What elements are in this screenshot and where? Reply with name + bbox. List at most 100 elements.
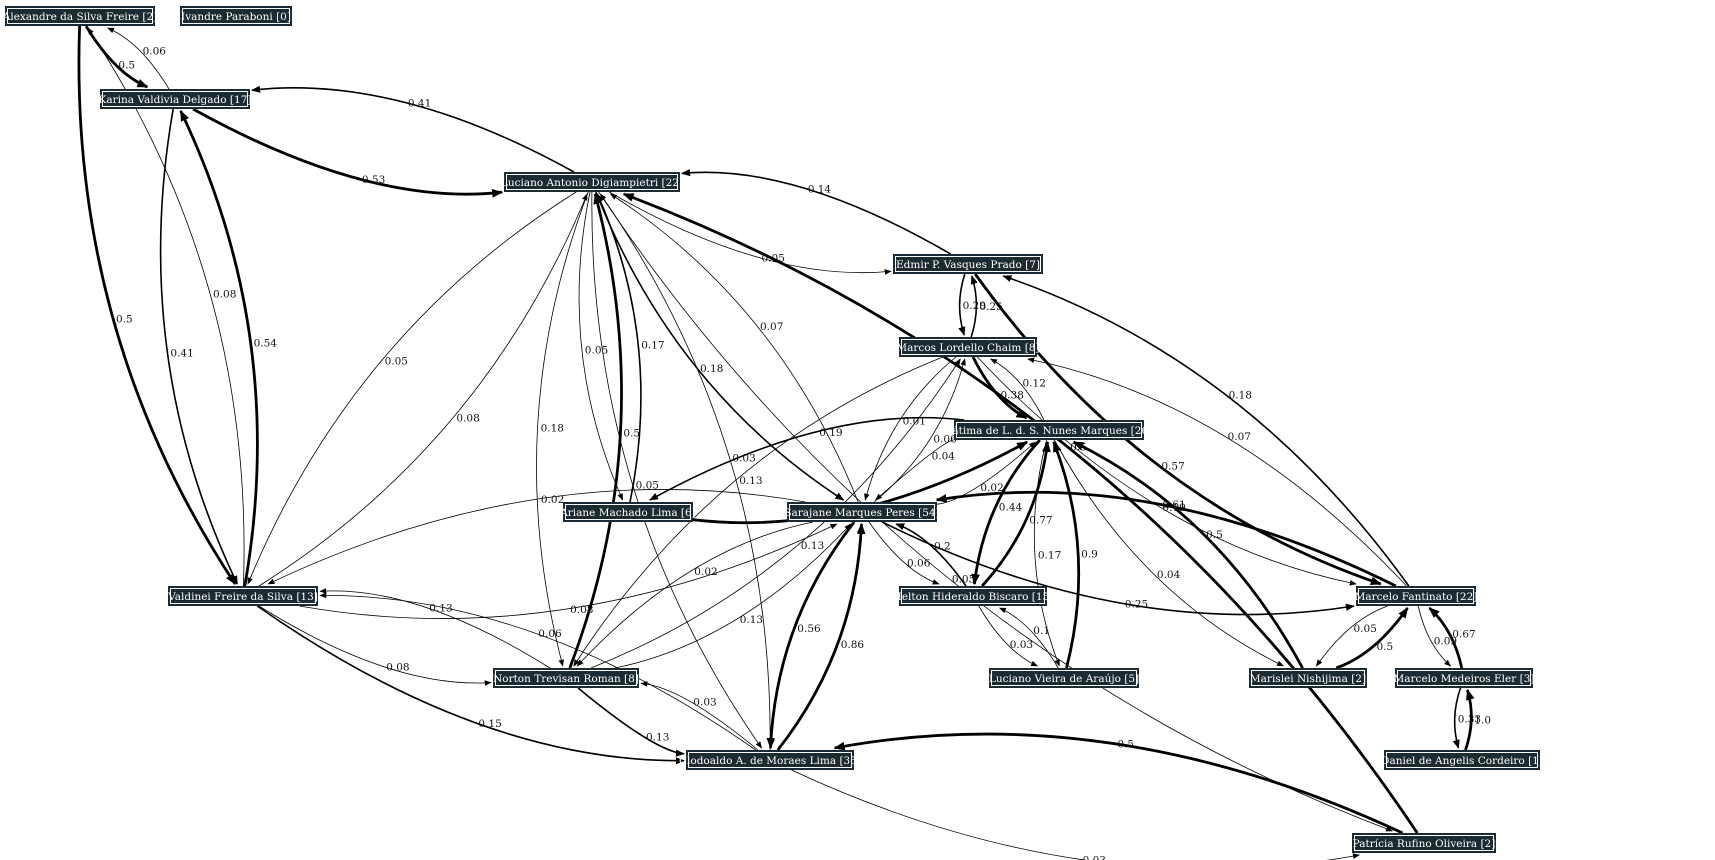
node-label: Patrícia Rufino Oliveira [2] xyxy=(1353,838,1496,850)
edge-weight-label: 0.56 xyxy=(797,623,821,635)
edge-patricia-to-clodoaldo xyxy=(833,732,1404,835)
edge-marcos-to-norton xyxy=(573,356,944,667)
node-marcos[interactable]: Marcos Lordello Chaim [8] xyxy=(896,337,1040,357)
edge-weight-label: 0.12 xyxy=(1023,378,1046,390)
node-label: Sarajane Marques Peres [54] xyxy=(784,507,939,519)
node-inner-border xyxy=(895,256,1041,272)
node-ivandre[interactable]: Ivandre Paraboni [0] xyxy=(180,6,292,26)
node-box xyxy=(504,172,680,192)
edge-weight-label: 0.44 xyxy=(999,501,1023,513)
edge-weight-label: 0.02 xyxy=(694,566,717,578)
edge-weight-label: 1.0 xyxy=(1474,715,1491,727)
node-box xyxy=(893,254,1043,274)
node-valdinei[interactable]: Valdinei Freire da Silva [13] xyxy=(167,586,318,606)
edge-weight-label: 0.02 xyxy=(980,482,1003,494)
edge-weight-label: 0.57 xyxy=(1161,460,1184,472)
node-inner-border xyxy=(956,422,1142,438)
node-alexandre[interactable]: Alexandre da Silva Freire [2] xyxy=(2,6,157,26)
node-inner-border xyxy=(565,504,691,520)
node-sarajane[interactable]: Sarajane Marques Peres [54] xyxy=(784,502,940,522)
node-marislei[interactable]: Marislei Nishijima [2] xyxy=(1249,668,1367,688)
node-box xyxy=(168,586,318,606)
node-helton[interactable]: Helton Hideraldo Biscaro [15] xyxy=(893,586,1054,606)
edge-weight-label: 0.18 xyxy=(541,422,564,434)
node-inner-border xyxy=(789,504,935,520)
node-box xyxy=(563,502,693,522)
node-label: Ariane Machado Lima [6] xyxy=(559,507,696,519)
edge-weight-label: 0.15 xyxy=(478,718,501,730)
node-inner-border xyxy=(901,588,1045,604)
edge-clodoaldo-to-valdinei xyxy=(319,592,756,751)
edge-weight-label: 0.5 xyxy=(116,314,133,326)
node-luciano_ad[interactable]: Luciano Antonio Digiampietri [22] xyxy=(501,172,683,192)
edge-weight-label: 0.13 xyxy=(801,540,824,552)
node-inner-border xyxy=(506,174,678,190)
edge-marcos-to-fatima xyxy=(971,356,1028,420)
node-label: Karina Valdivia Delgado [17] xyxy=(99,94,252,106)
edge-weight-label: 0.18 xyxy=(1229,390,1252,402)
edge-weight-label: 0.53 xyxy=(362,174,385,186)
node-inner-border xyxy=(1251,670,1365,686)
edge-sarajane-to-helton xyxy=(868,521,940,585)
edge-weight-label: 0.05 xyxy=(636,480,659,492)
edge-luciano_ad-to-ariane xyxy=(578,191,624,501)
edge-weight-label: 0.41 xyxy=(170,347,193,359)
node-box xyxy=(1352,833,1496,853)
edge-norton-to-valdinei xyxy=(319,588,551,669)
edge-daniel-to-marcelo_me xyxy=(1464,688,1475,751)
node-norton[interactable]: Norton Trevisan Roman [8] xyxy=(493,668,639,688)
node-box xyxy=(493,668,639,688)
edge-marcelo_f-to-edmir xyxy=(1002,275,1410,587)
edge-edmir-to-luciano_ad xyxy=(681,169,952,255)
node-inner-border xyxy=(1354,835,1494,851)
edge-sarajane-to-marcelo_f xyxy=(881,521,1355,616)
edge-weight-label: 0.06 xyxy=(143,45,167,57)
edge-weight-label: 0.05 xyxy=(1354,623,1377,635)
node-label: Fátima de L. d. S. Nunes Marques [26] xyxy=(946,425,1152,437)
edge-weight-label: 0.41 xyxy=(408,98,431,110)
node-inner-border xyxy=(102,91,248,107)
edge-fatima-to-marislei xyxy=(1054,439,1285,667)
edges-layer: 0.50.060.50.080.530.410.410.540.050.080.… xyxy=(77,25,1491,860)
node-inner-border xyxy=(688,752,852,768)
node-karina[interactable]: Karina Valdivia Delgado [17] xyxy=(99,89,252,109)
edge-weight-label: 0.13 xyxy=(739,475,762,487)
edge-weight-label: 0.5 xyxy=(118,60,135,72)
edge-alexandre-to-valdinei xyxy=(77,25,237,585)
edge-marcos-to-edmir xyxy=(970,275,978,338)
node-marcelo_f[interactable]: Marcelo Fantinato [22] xyxy=(1355,586,1478,606)
node-label: Alexandre da Silva Freire [2] xyxy=(2,11,157,23)
edge-fatima-to-luciano_va xyxy=(1033,439,1060,667)
edge-weight-label: 0.61 xyxy=(1162,499,1185,511)
edge-sarajane-to-norton xyxy=(576,521,814,667)
node-label: Norton Trevisan Roman [8] xyxy=(493,673,639,685)
node-patricia[interactable]: Patrícia Rufino Oliveira [2] xyxy=(1352,833,1496,853)
edge-sarajane-to-fatima xyxy=(936,441,1036,505)
node-clodoaldo[interactable]: Clodoaldo A. de Moraes Lima [35] xyxy=(679,750,861,770)
node-label: Marislei Nishijima [2] xyxy=(1250,673,1366,685)
edge-edmir-to-marcos xyxy=(958,273,966,336)
edge-marislei-to-marcelo_f xyxy=(1335,607,1409,670)
edge-weight-label: 0.07 xyxy=(1228,431,1251,443)
edge-karina-to-valdinei xyxy=(159,108,239,585)
edge-weight-label: 0.08 xyxy=(386,662,409,674)
node-luciano_va[interactable]: Luciano Vieira de Araújo [5] xyxy=(989,668,1139,688)
node-marcelo_me[interactable]: Marcelo Medeiros Eler [3] xyxy=(1394,668,1535,688)
edge-weight-label: 0.86 xyxy=(841,639,865,651)
edge-weight-label: 0.06 xyxy=(907,557,931,569)
node-edmir[interactable]: Edmir P. Vasques Prado [7] xyxy=(893,254,1043,274)
node-inner-border xyxy=(170,588,316,604)
node-label: Clodoaldo A. de Moraes Lima [35] xyxy=(679,755,861,767)
node-ariane[interactable]: Ariane Machado Lima [6] xyxy=(559,502,696,522)
edge-helton-to-fatima xyxy=(981,440,1051,587)
edge-weight-label: 0.33 xyxy=(1458,713,1481,725)
edge-marcelo_f-to-marcelo_me xyxy=(1417,605,1452,667)
edge-valdinei-to-norton xyxy=(258,605,492,686)
edge-weight-label: 0.5 xyxy=(1377,641,1394,653)
node-label: Luciano Vieira de Araújo [5] xyxy=(989,673,1139,685)
node-daniel[interactable]: Daniel de Angelis Cordeiro [1] xyxy=(1381,750,1543,770)
edge-fatima-to-helton xyxy=(971,439,1041,586)
node-fatima[interactable]: Fátima de L. d. S. Nunes Marques [26] xyxy=(946,420,1152,440)
edge-luciano_ad-to-norton xyxy=(536,191,589,667)
